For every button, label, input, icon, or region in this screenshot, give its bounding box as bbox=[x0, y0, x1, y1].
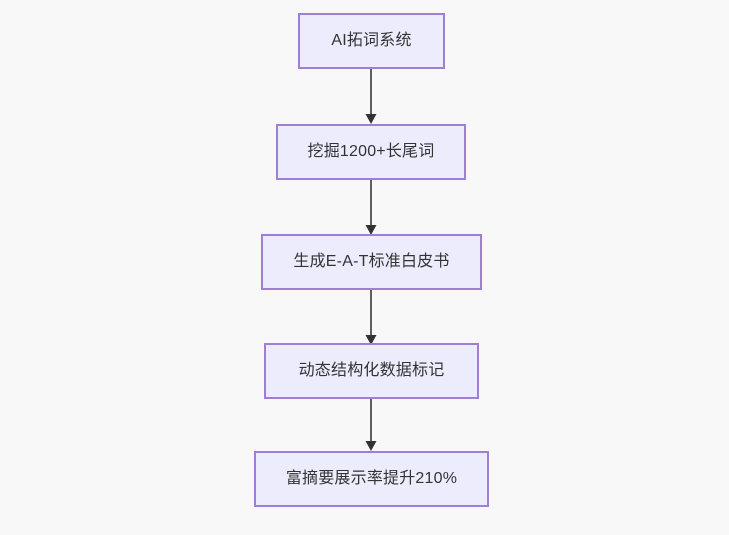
flow-node-1-label: AI拓词系统 bbox=[331, 32, 412, 49]
flow-node-2-label: 挖掘1200+长尾词 bbox=[307, 143, 435, 160]
flow-edge-4 bbox=[344, 399, 398, 455]
flow-node-5-label: 富摘要展示率提升210% bbox=[285, 470, 458, 487]
flow-node-5[interactable]: 富摘要展示率提升210% bbox=[254, 451, 489, 507]
flow-node-1[interactable]: AI拓词系统 bbox=[298, 13, 445, 69]
flow-node-3[interactable]: 生成E-A-T标准白皮书 bbox=[261, 234, 482, 290]
flow-edge-1 bbox=[344, 69, 398, 125]
flow-edge-2 bbox=[344, 180, 398, 236]
flow-node-4[interactable]: 动态结构化数据标记 bbox=[264, 343, 479, 399]
flow-node-3-label: 生成E-A-T标准白皮书 bbox=[293, 253, 450, 270]
flow-node-4-label: 动态结构化数据标记 bbox=[298, 362, 445, 379]
flow-node-2[interactable]: 挖掘1200+长尾词 bbox=[276, 124, 466, 180]
flow-edge-3 bbox=[344, 290, 398, 346]
